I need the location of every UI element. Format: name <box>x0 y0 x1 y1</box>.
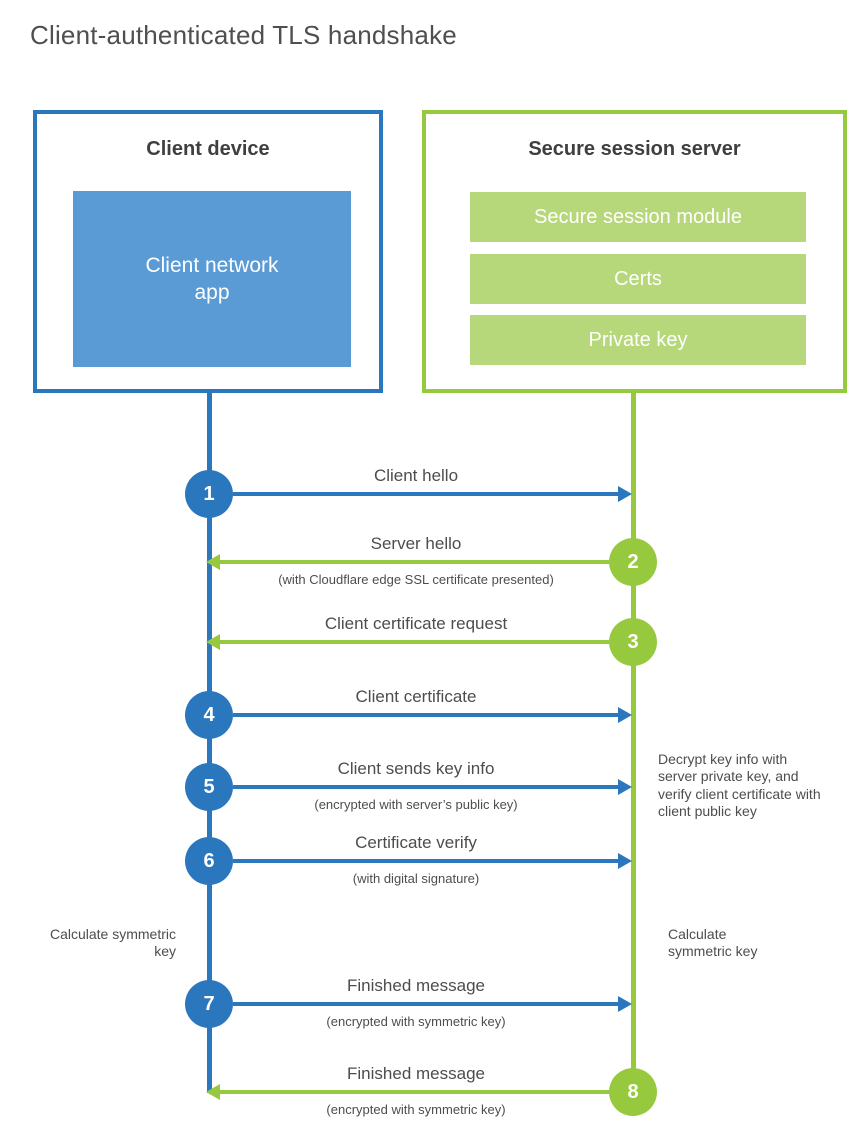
step-4-arrowhead-icon <box>618 707 632 723</box>
step-2-arrow <box>220 560 609 564</box>
step-2-badge: 2 <box>609 538 657 586</box>
client-device-box: Client device Client network app <box>33 110 383 393</box>
step-6-arrow <box>233 859 618 863</box>
step-5-label: Client sends key info <box>337 759 495 778</box>
annotation-calculate-symmetric-key-right: Calculate symmetric key <box>668 926 758 960</box>
step-8-arrow <box>220 1090 609 1094</box>
server-lifeline <box>631 393 636 1093</box>
step-1-label: Client hello <box>373 466 459 485</box>
step-7-arrowhead-icon <box>618 996 632 1012</box>
step-3-label: Client certificate request <box>324 614 508 633</box>
secure-session-module-bar: Secure session module <box>470 192 806 242</box>
page-title: Client-authenticated TLS handshake <box>30 20 457 50</box>
step-4-badge: 4 <box>185 691 233 739</box>
step-1-arrowhead-icon <box>618 486 632 502</box>
client-lifeline <box>207 393 212 1093</box>
step-8-label: Finished message <box>347 1064 485 1083</box>
step-5-badge: 5 <box>185 763 233 811</box>
private-key-bar: Private key <box>470 315 806 365</box>
secure-session-server-title: Secure session server <box>528 138 741 160</box>
certs-bar: Certs <box>470 254 806 304</box>
step-5-sublabel: (encrypted with server’s public key) <box>314 797 518 812</box>
step-1-arrow <box>233 492 618 496</box>
secure-session-server-box: Secure session server Secure session mod… <box>422 110 847 393</box>
step-4-label: Client certificate <box>355 687 477 706</box>
annotation-decrypt-note: Decrypt key info with server private key… <box>658 751 821 820</box>
step-8-sublabel: (encrypted with symmetric key) <box>326 1102 506 1117</box>
step-1-badge: 1 <box>185 470 233 518</box>
client-network-app-box: Client network app <box>73 191 351 367</box>
client-network-app-label: Client network app <box>145 253 279 304</box>
step-6-sublabel: (with digital signature) <box>352 871 480 886</box>
step-7-label: Finished message <box>347 976 485 995</box>
step-4-arrow <box>233 713 618 717</box>
step-2-label: Server hello <box>370 534 462 553</box>
step-3-arrowhead-icon <box>206 634 220 650</box>
step-5-arrow <box>233 785 618 789</box>
step-6-badge: 6 <box>185 837 233 885</box>
step-2-sublabel: (with Cloudflare edge SSL certificate pr… <box>278 572 554 587</box>
step-7-badge: 7 <box>185 980 233 1028</box>
step-2-arrowhead-icon <box>206 554 220 570</box>
step-7-arrow <box>233 1002 618 1006</box>
step-3-badge: 3 <box>609 618 657 666</box>
annotation-calculate-symmetric-key-left: Calculate symmetric key <box>49 926 176 960</box>
step-3-arrow <box>220 640 609 644</box>
step-6-arrowhead-icon <box>618 853 632 869</box>
client-device-title: Client device <box>146 138 270 160</box>
step-8-arrowhead-icon <box>206 1084 220 1100</box>
step-6-label: Certificate verify <box>355 833 477 852</box>
step-5-arrowhead-icon <box>618 779 632 795</box>
step-8-badge: 8 <box>609 1068 657 1116</box>
step-7-sublabel: (encrypted with symmetric key) <box>326 1014 506 1029</box>
